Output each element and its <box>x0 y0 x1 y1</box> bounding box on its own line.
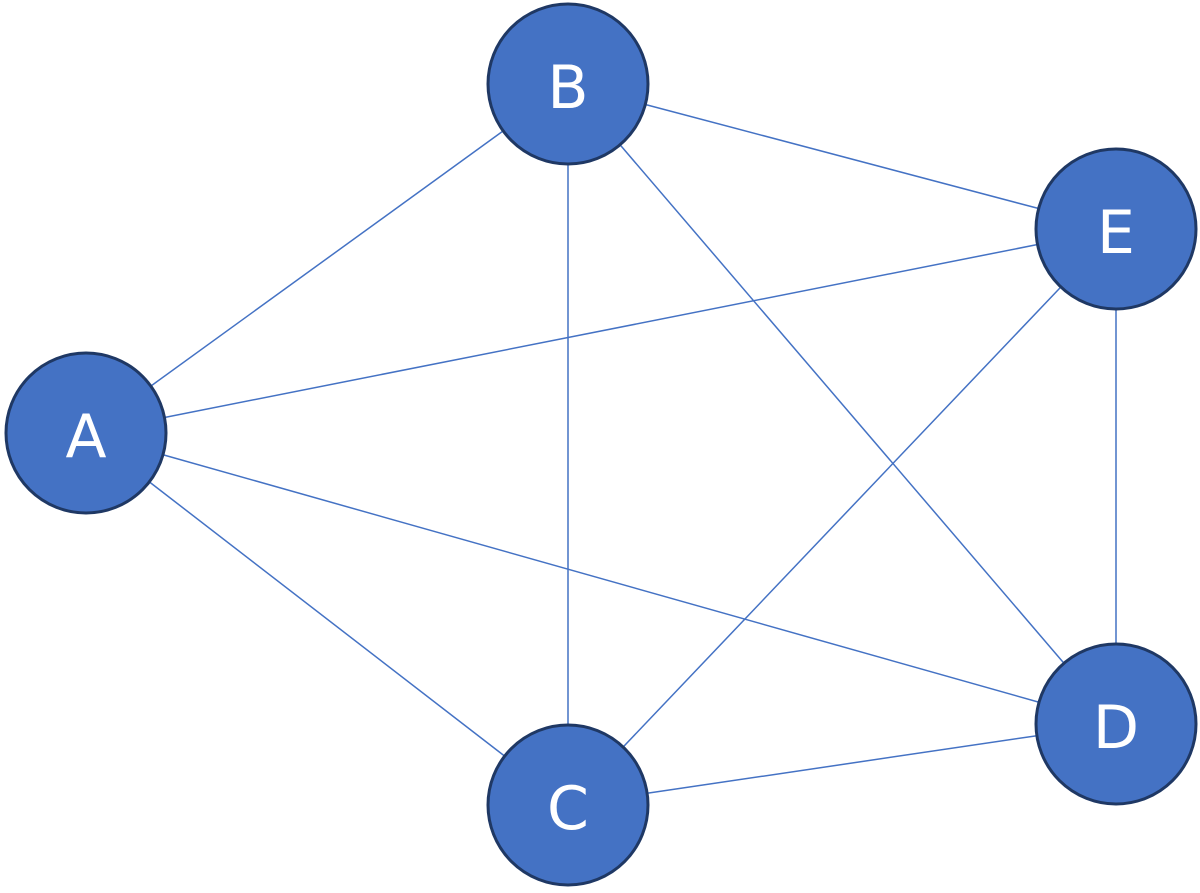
edge-a-e <box>164 243 1038 419</box>
edge-a-b <box>150 130 504 387</box>
edge-c-e <box>622 286 1062 748</box>
node-a: A <box>4 351 168 515</box>
edge-c-d <box>647 734 1037 795</box>
node-e: E <box>1034 147 1198 311</box>
edge-b-e <box>645 103 1039 210</box>
node-label: E <box>1097 198 1135 268</box>
edges-layer <box>148 103 1117 795</box>
node-circle <box>1034 642 1198 806</box>
node-label: B <box>547 53 588 123</box>
node-b: B <box>486 2 650 166</box>
nodes-layer: A B C D E <box>4 2 1198 887</box>
edge-a-c <box>148 481 506 757</box>
edge-a-d <box>162 454 1040 703</box>
node-c: C <box>486 723 650 887</box>
node-circle <box>486 2 650 166</box>
node-label: A <box>65 402 106 472</box>
node-circle <box>4 351 168 515</box>
node-label: D <box>1093 693 1139 763</box>
node-label: C <box>547 774 589 844</box>
edge-b-d <box>619 144 1065 664</box>
node-d: D <box>1034 642 1198 806</box>
node-circle <box>1034 147 1198 311</box>
node-circle <box>486 723 650 887</box>
